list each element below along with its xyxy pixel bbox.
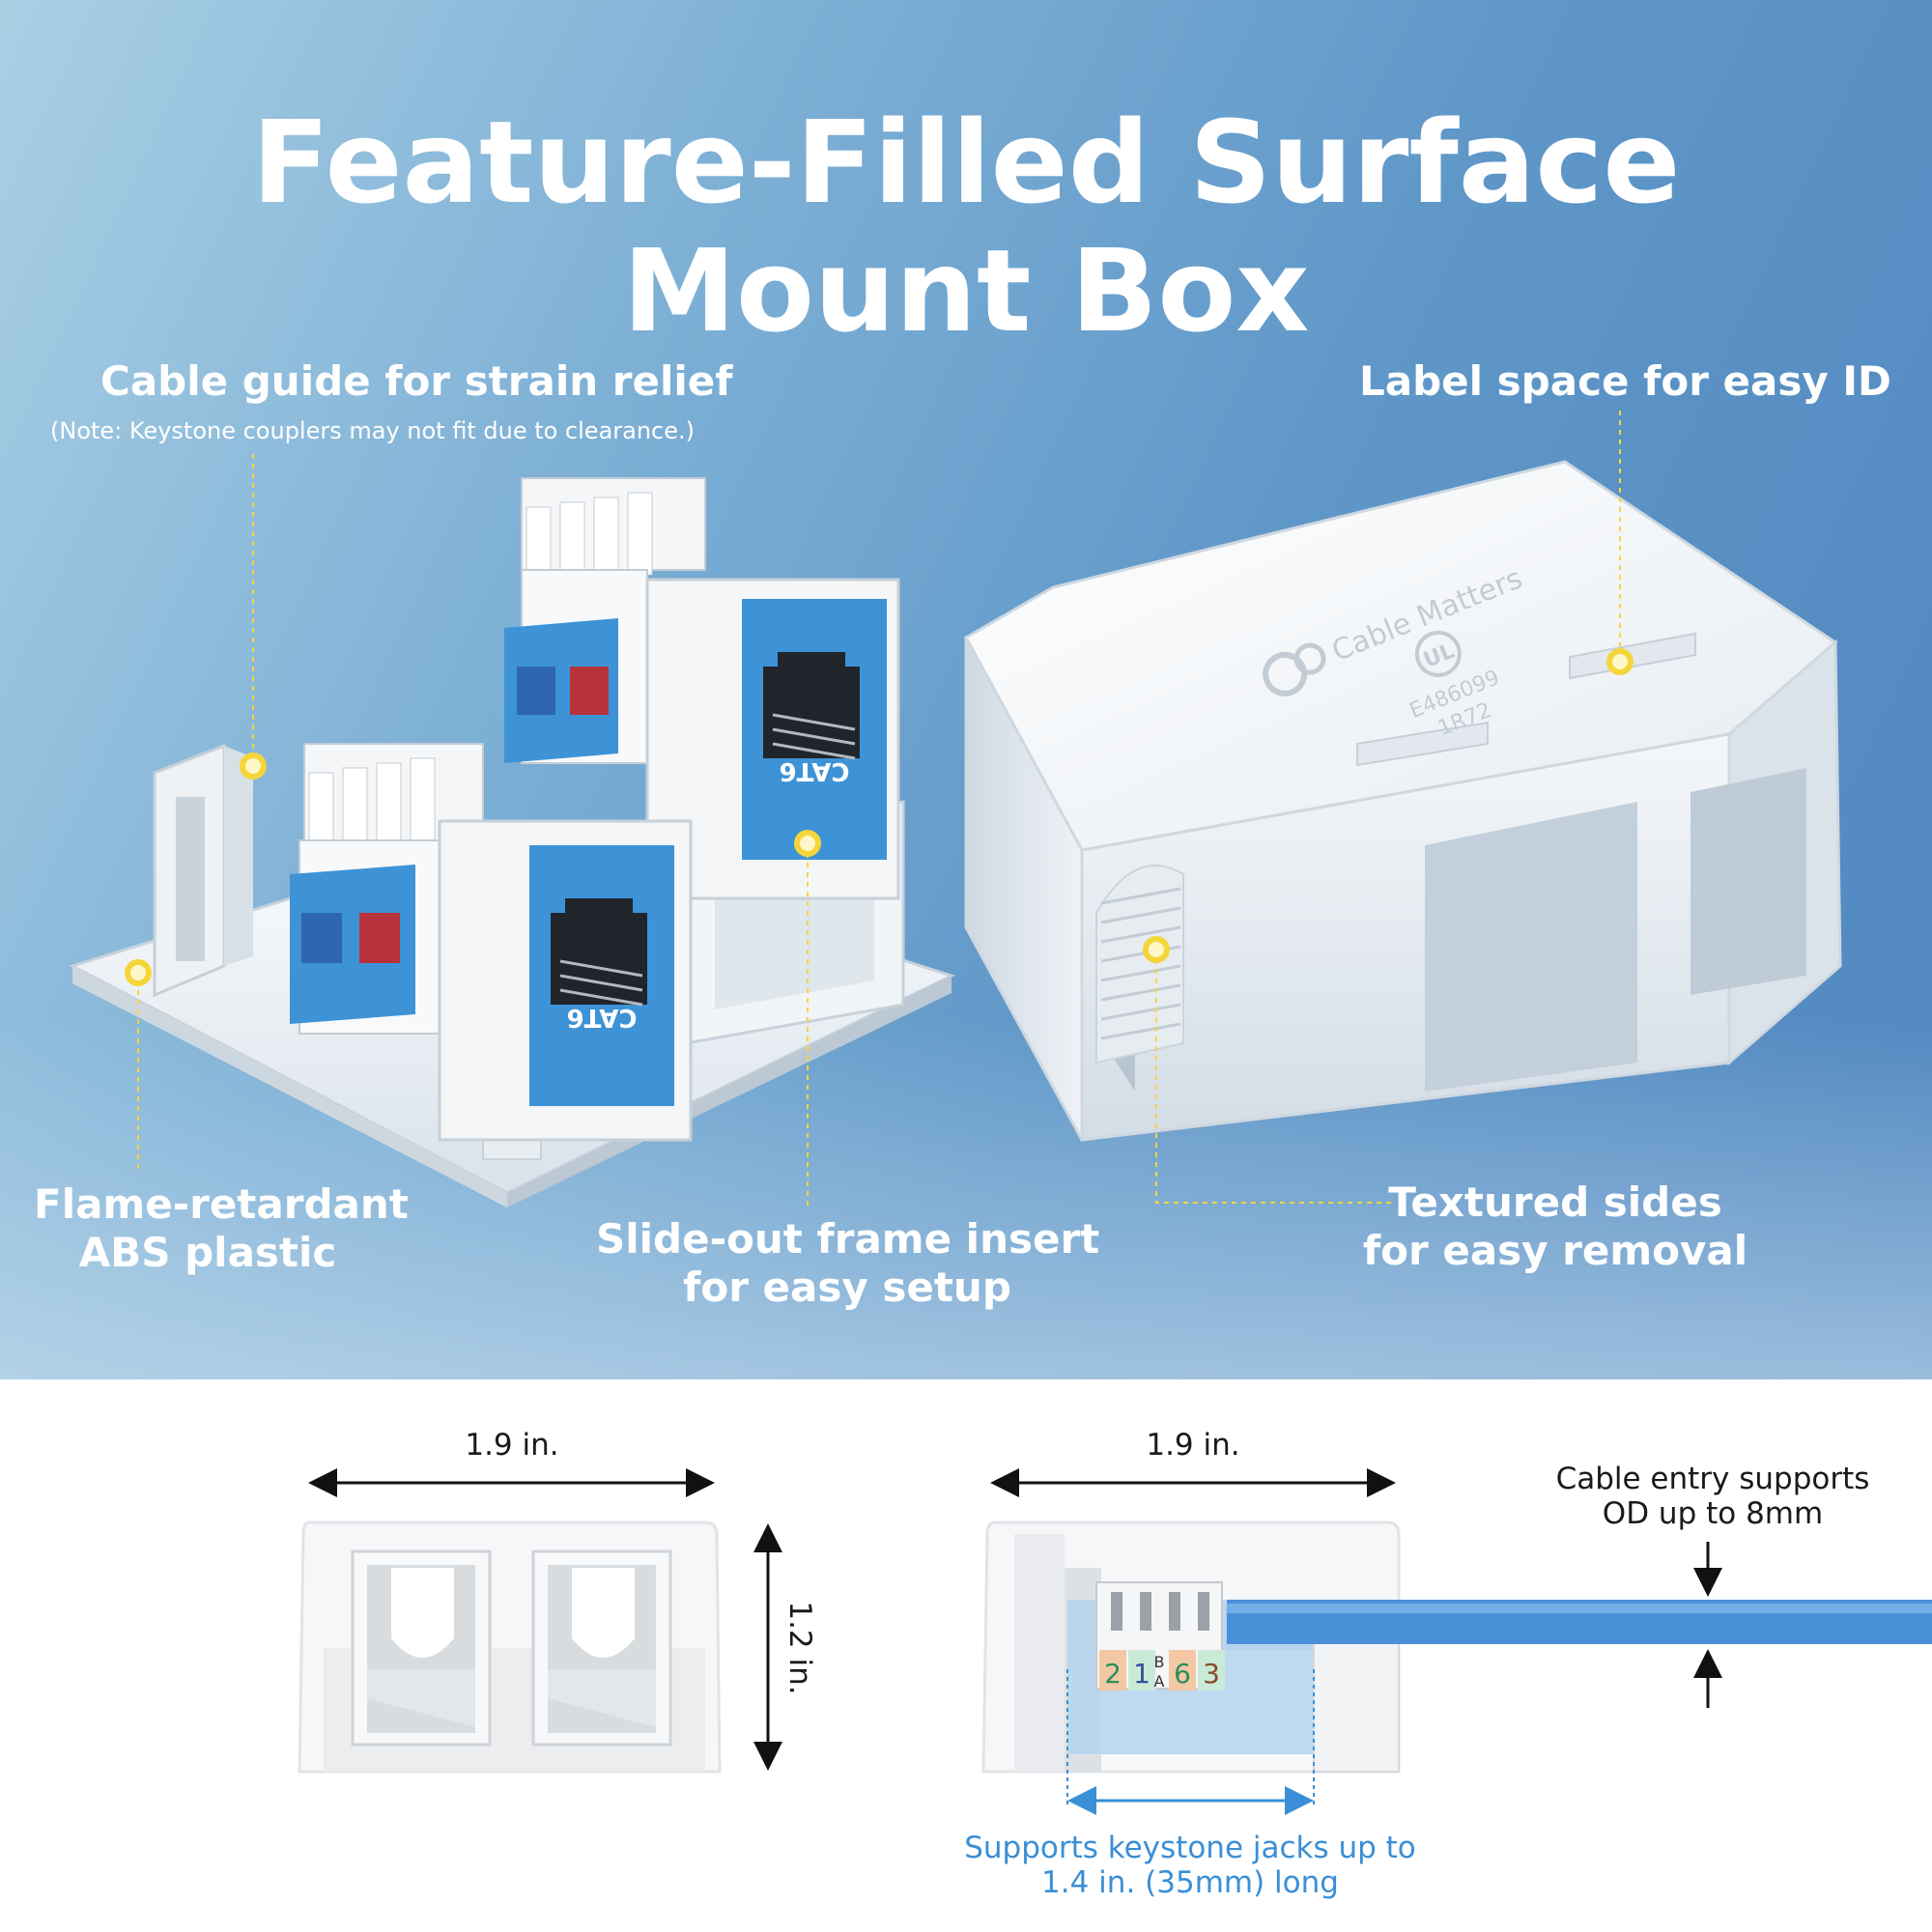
keystone-support-line-1: Supports keystone jacks up to [964, 1831, 1416, 1865]
callout-slide-line-2: for easy setup [683, 1264, 1011, 1311]
cable-entry-line-1: Cable entry supports [1555, 1462, 1870, 1496]
cable-guide-post [153, 743, 253, 998]
wiring-label-6: 3 [1203, 1658, 1220, 1690]
callout-flame-line-2: ABS plastic [78, 1229, 337, 1276]
callout-textured-line-1: Textured sides [1388, 1179, 1722, 1226]
keystone-jack-front: CAT6 [290, 743, 693, 1142]
wiring-label-2: 1 [1133, 1658, 1151, 1690]
dimensions-section: 2 1 B A 6 3 1.9 in. 1.2 in. 1.9 in. Cabl… [0, 1379, 1932, 1932]
brand-logo-icon [1263, 651, 1308, 696]
dimension-drawings: 2 1 B A 6 3 [298, 1468, 1932, 1815]
page-title-line-1: Feature-Filled Surface [251, 96, 1681, 229]
callout-flame-line-1: Flame-retardant [34, 1180, 409, 1228]
wiring-label-1: 2 [1104, 1658, 1122, 1690]
wiring-color-labels: 2 1 B A 6 3 [1099, 1650, 1225, 1690]
hero-illustration: CAT6 CAT6 [69, 411, 1842, 1208]
callout-dot-slide-out [794, 830, 821, 857]
textured-grip-area [1095, 865, 1184, 1065]
callout-dot-abs [125, 959, 152, 986]
page-title-line-2: Mount Box [622, 224, 1310, 357]
front-height-label: 1.2 in. [782, 1601, 817, 1695]
side-view-drawing [981, 1520, 1401, 1804]
wiring-label-4: A [1154, 1672, 1165, 1690]
front-width-label: 1.9 in. [465, 1428, 559, 1463]
side-width-label: 1.9 in. [1146, 1428, 1240, 1463]
callout-label-space: Label space for easy ID [1359, 357, 1891, 405]
callout-dot-cable-guide [240, 753, 267, 780]
callout-textured-line-2: for easy removal [1362, 1227, 1748, 1274]
callout-slide-out: Slide-out frame insert for easy setup [596, 1215, 1100, 1312]
wiring-label-3: B [1154, 1653, 1165, 1671]
cable-entry-line-2: OD up to 8mm [1602, 1496, 1824, 1531]
callout-leader-lines [137, 411, 1621, 1208]
callout-dot-textured [1143, 936, 1170, 963]
callout-dot-label-space [1606, 648, 1634, 675]
callout-cable-guide-note: (Note: Keystone couplers may not fit due… [50, 417, 696, 444]
hero-section: Feature-Filled Surface Mount Box [0, 0, 1932, 1379]
front-view-drawing [298, 1520, 722, 1774]
callout-textured-sides: Textured sides for easy removal [1352, 1179, 1758, 1275]
mount-box-cover [963, 460, 1842, 1142]
callout-cable-guide: Cable guide for strain relief [100, 357, 733, 405]
callout-dots [125, 648, 1634, 986]
jack-label-front: CAT6 [566, 1003, 637, 1032]
callout-slide-line-1: Slide-out frame insert [596, 1215, 1100, 1263]
wiring-label-5: 6 [1174, 1658, 1191, 1690]
ul-cert-icon [1414, 630, 1462, 677]
jack-label-back: CAT6 [779, 756, 849, 785]
callout-flame-retardant: Flame-retardant ABS plastic [34, 1180, 409, 1277]
keystone-support-line-2: 1.4 in. (35mm) long [1041, 1865, 1339, 1900]
